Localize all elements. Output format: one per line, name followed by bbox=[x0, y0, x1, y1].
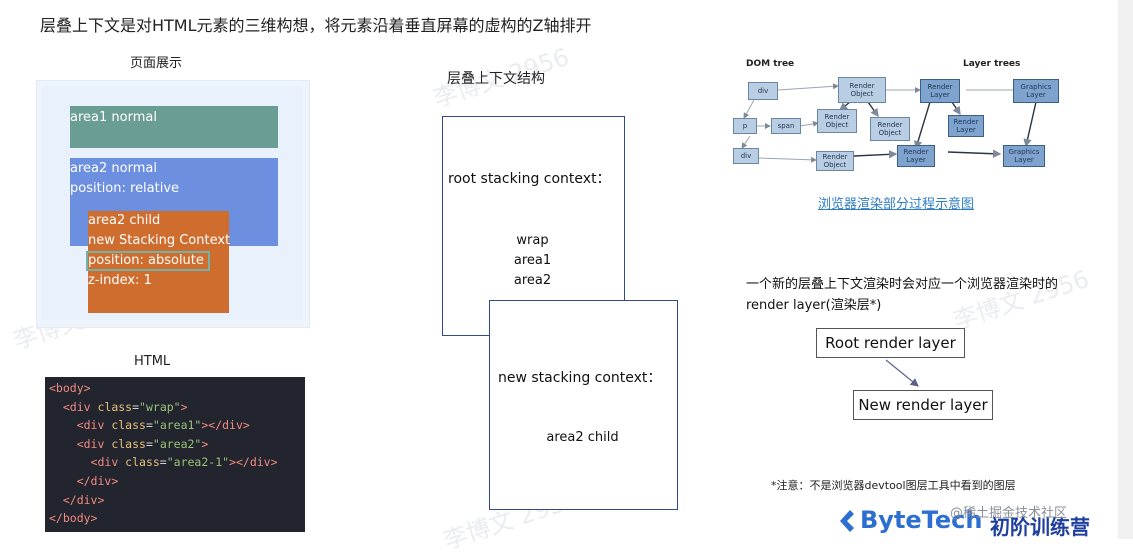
render-diagram-arrows bbox=[741, 83, 1037, 163]
code-block: <body> <div class="wrap"> <div class="ar… bbox=[45, 377, 305, 532]
dom-node-div2: div bbox=[733, 148, 759, 164]
render-diagram-caption: 浏览器渲染部分过程示意图 bbox=[818, 197, 975, 212]
code-line: </div> bbox=[76, 473, 119, 488]
brand-tagline: 初阶训练营 bbox=[990, 515, 1090, 539]
child-context: new Stacking Context bbox=[88, 233, 231, 248]
graphics-layer-1: Graphics Layer bbox=[1013, 79, 1059, 103]
dom-node-div: div bbox=[748, 82, 778, 100]
render-object-3: Render Object bbox=[870, 117, 910, 141]
render-object-4: Render Object bbox=[816, 151, 854, 171]
root-stacking-label: root stacking context： bbox=[448, 171, 611, 187]
render-layer-1: Render Layer bbox=[920, 79, 960, 103]
code-line: </div> bbox=[62, 492, 105, 507]
root-render-layer-box: Root render layer bbox=[816, 328, 965, 358]
right-edge-strip bbox=[1118, 0, 1133, 539]
demo-caption: 页面展示 bbox=[130, 56, 183, 71]
root-item-area1: area1 bbox=[513, 253, 552, 268]
graphics-layer-2: Graphics Layer bbox=[1003, 145, 1045, 167]
render-object-2: Render Object bbox=[817, 109, 857, 133]
area1-label: area1 normal bbox=[70, 110, 157, 125]
area2-position: position: relative bbox=[70, 181, 180, 196]
devtool-footnote: *注意：不是浏览器devtool图层工具中看到的图层 bbox=[771, 479, 1016, 492]
dom-node-p: p bbox=[733, 118, 757, 134]
render-object-1: Render Object bbox=[838, 77, 886, 103]
dom-node-span: span bbox=[771, 118, 801, 134]
code-line: <body> bbox=[49, 381, 91, 395]
area2-child-box bbox=[88, 211, 229, 313]
code-line: <div class="wrap"> bbox=[62, 399, 188, 414]
code-line: </body> bbox=[49, 511, 98, 526]
new-stacking-item: area2 child bbox=[546, 430, 619, 445]
area2-label: area2 normal bbox=[70, 161, 157, 176]
dom-tree-label: DOM tree bbox=[746, 59, 795, 69]
brand-name: ByteTech bbox=[860, 506, 983, 534]
stacking-caption: 层叠上下文结构 bbox=[447, 71, 545, 87]
child-position: position: absolute bbox=[88, 253, 204, 268]
juejin-watermark: @稀土掘金技术社区 bbox=[950, 506, 1068, 521]
render-layer-2: Render Layer bbox=[948, 115, 984, 137]
layer-arrow bbox=[885, 359, 919, 387]
new-stacking-box bbox=[489, 300, 678, 510]
root-items: wrap area1 area2 bbox=[442, 231, 623, 291]
child-zindex: z-index: 1 bbox=[88, 273, 152, 288]
html-caption: HTML bbox=[134, 354, 171, 369]
bytetech-logo-icon bbox=[838, 508, 856, 538]
page-title: 层叠上下文是对HTML元素的三维构想，将元素沿着垂直屏幕的虚构的Z轴排开 bbox=[40, 16, 592, 35]
render-layer-note: 一个新的层叠上下文渲染时会对应一个浏览器渲染时的render layer(渲染层… bbox=[746, 277, 1059, 313]
code-line: <div class="area2-1"></div> bbox=[90, 455, 278, 470]
area1-box bbox=[70, 106, 278, 148]
render-layer-3: Render Layer bbox=[897, 145, 935, 167]
position-highlight bbox=[86, 251, 210, 271]
layer-trees-label: Layer trees bbox=[963, 59, 1021, 69]
root-item-wrap: wrap bbox=[516, 233, 549, 248]
child-label: area2 child bbox=[88, 213, 161, 228]
root-item-area2: area2 bbox=[513, 273, 552, 288]
new-stacking-label: new stacking context： bbox=[498, 370, 662, 386]
code-line: <div class="area1"></div> bbox=[76, 418, 250, 433]
code-line: <div class="area2"> bbox=[76, 436, 209, 451]
new-render-layer-box: New render layer bbox=[853, 390, 993, 420]
root-stacking-box bbox=[442, 116, 625, 336]
